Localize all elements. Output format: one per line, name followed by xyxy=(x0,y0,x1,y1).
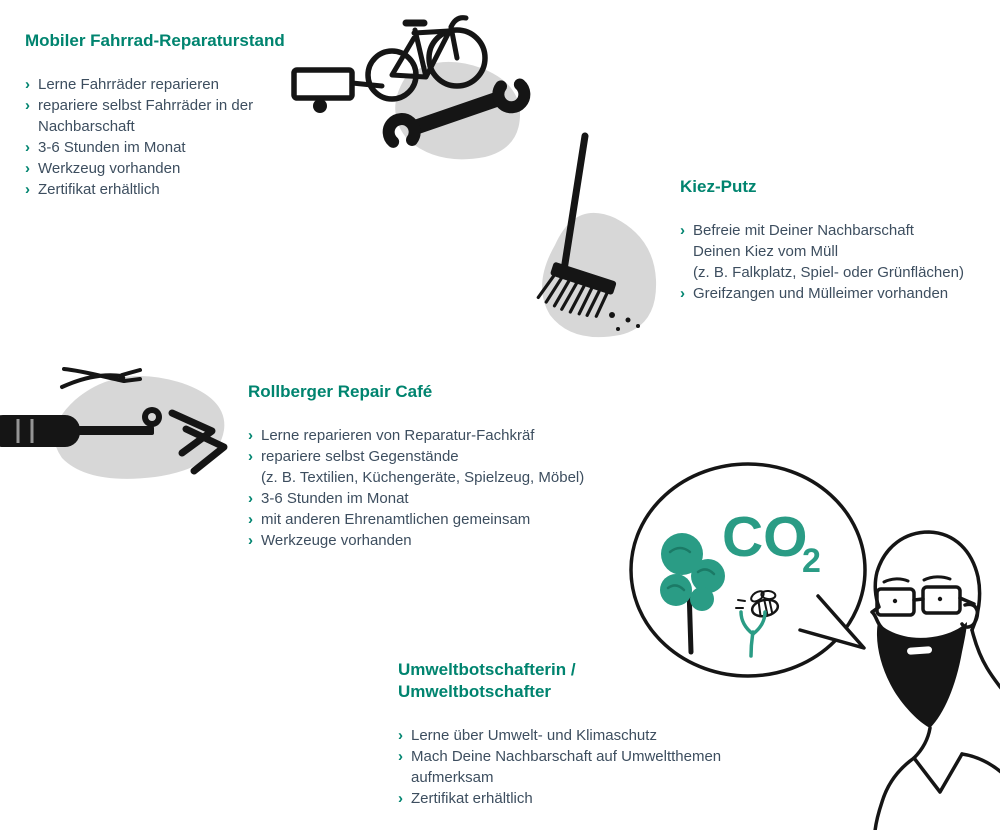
bullet-text: Werkzeuge vorhanden xyxy=(261,532,412,549)
list-item: › 3-6 Stunden im Monat xyxy=(25,137,315,158)
list-item: › mit anderen Ehrenamtlichen gemeinsam xyxy=(248,509,646,530)
section-title: Rollberger Repair Café xyxy=(248,382,433,401)
eye-right xyxy=(937,596,943,602)
list-item: › 3-6 Stunden im Monat xyxy=(248,488,646,509)
bicycle-wrench-illustration xyxy=(291,15,531,160)
tree-icon xyxy=(660,533,725,655)
bullet-arrow-icon: › xyxy=(398,790,403,807)
bullet-arrow-icon: › xyxy=(398,727,403,744)
bullet-text: repariere selbst Gegenstände (z. B. Text… xyxy=(261,448,585,486)
section-kiez-putz: Kiez-Putz › Befreie mit Deiner Nachbarsch… xyxy=(680,176,998,304)
section-title: Mobiler Fahrrad-Reparaturstand xyxy=(25,31,285,50)
eyebrows xyxy=(882,575,952,584)
neck-back xyxy=(970,628,1000,690)
section-fahrrad-reparaturstand: Mobiler Fahrrad-Reparaturstand › Lerne Fa… xyxy=(25,30,315,200)
bullet-text: Werkzeug vorhanden xyxy=(38,160,181,177)
list-item: › Lerne Fahrräder reparieren xyxy=(25,74,315,95)
co2-subscript: 2 xyxy=(802,542,821,580)
section-title: Umweltbotschafterin / Umweltbotschafter xyxy=(398,660,576,701)
glasses-icon xyxy=(875,585,976,617)
speech-bubble xyxy=(629,462,867,678)
list-item: › Zertifikat erhältlich xyxy=(398,788,778,809)
bullet-arrow-icon: › xyxy=(25,139,30,156)
bullet-list: › Lerne über Umwelt- und Klimaschutz › Mac… xyxy=(398,725,778,809)
bicycle-icon xyxy=(365,15,488,102)
bullet-text: 3-6 Stunden im Monat xyxy=(38,139,186,156)
trailer-wheel xyxy=(313,99,327,113)
bullet-text: repariere selbst Fahrräder in der Nachba… xyxy=(38,97,254,135)
person-figure xyxy=(870,530,1000,830)
bullet-text: Lerne reparieren von Reparatur-Fachkräf xyxy=(261,427,535,444)
screwdriver-icon xyxy=(0,415,154,447)
eye-left xyxy=(892,598,898,604)
bullet-text: Greifzangen und Mülleimer vorhanden xyxy=(693,285,949,302)
section-title: Kiez-Putz xyxy=(680,177,757,196)
bullet-text: Mach Deine Nachbarschaft auf Umwelttheme… xyxy=(411,748,722,786)
bee-icon xyxy=(735,589,780,618)
list-item: › Lerne über Umwelt- und Klimaschutz xyxy=(398,725,778,746)
shoulder-line xyxy=(960,752,1000,774)
collar xyxy=(912,752,964,794)
chest-line xyxy=(873,756,916,830)
wrench-icon xyxy=(382,75,531,152)
bullet-text: 3-6 Stunden im Monat xyxy=(261,490,409,507)
gray-blob xyxy=(54,375,225,479)
bullet-arrow-icon: › xyxy=(25,181,30,198)
bullet-list: › Lerne Fahrräder reparieren › repariere s… xyxy=(25,74,315,200)
beard xyxy=(876,622,967,728)
list-item: › Greifzangen und Mülleimer vorhanden xyxy=(680,283,998,304)
bullet-list: › Befreie mit Deiner Nachbarschaft Deinen… xyxy=(680,220,998,304)
mouth xyxy=(907,646,933,655)
section-repair-cafe: Rollberger Repair Café › Lerne reparieren… xyxy=(248,381,646,551)
neck-front xyxy=(912,726,932,760)
pliers-icon xyxy=(60,367,142,389)
bullet-text: Zertifikat erhältlich xyxy=(411,790,533,807)
bullet-arrow-icon: › xyxy=(680,285,685,302)
bullet-text: Lerne über Umwelt- und Klimaschutz xyxy=(411,727,657,744)
sprout-icon xyxy=(739,610,767,658)
list-item: › repariere selbst Fahrräder in der Nachb… xyxy=(25,95,315,137)
gray-blob xyxy=(542,212,657,338)
broom-icon xyxy=(536,132,640,331)
bullet-arrow-icon: › xyxy=(248,511,253,528)
ear xyxy=(960,602,980,629)
list-item: › Befreie mit Deiner Nachbarschaft Deinen… xyxy=(680,220,998,283)
bullet-arrow-icon: › xyxy=(248,490,253,507)
bullet-arrow-icon: › xyxy=(248,448,253,465)
tape-roll-icon xyxy=(142,407,162,427)
bullet-arrow-icon: › xyxy=(25,97,30,114)
bullet-arrow-icon: › xyxy=(398,748,403,765)
bullet-arrow-icon: › xyxy=(680,222,685,239)
list-item: › repariere selbst Gegenstände (z. B. Tex… xyxy=(248,446,646,488)
broom-illustration xyxy=(536,132,657,338)
bullet-text: mit anderen Ehrenamtlichen gemeinsam xyxy=(261,511,531,528)
list-item: › Werkzeug vorhanden xyxy=(25,158,315,179)
bullet-arrow-icon: › xyxy=(25,160,30,177)
hooks-icon xyxy=(168,409,228,475)
list-item: › Zertifikat erhältlich xyxy=(25,179,315,200)
list-item: › Werkzeuge vorhanden xyxy=(248,530,646,551)
list-item: › Mach Deine Nachbarschaft auf Umweltthem… xyxy=(398,746,778,788)
bullet-arrow-icon: › xyxy=(248,427,253,444)
bullet-text: Lerne Fahrräder reparieren xyxy=(38,76,219,93)
bullet-arrow-icon: › xyxy=(25,76,30,93)
list-item: › Lerne reparieren von Reparatur-Fachkräf xyxy=(248,425,646,446)
bullet-arrow-icon: › xyxy=(248,532,253,549)
section-umweltbotschafter: Umweltbotschafterin / Umweltbotschafter … xyxy=(398,659,778,809)
bullet-text: Zertifikat erhältlich xyxy=(38,181,160,198)
bullet-list: › Lerne reparieren von Reparatur-Fachkräf… xyxy=(248,425,646,551)
co2-label: CO xyxy=(722,505,808,569)
bullet-text: Befreie mit Deiner Nachbarschaft Deinen … xyxy=(693,222,964,281)
tools-illustration xyxy=(0,367,228,479)
speech-bubble-tail xyxy=(798,594,866,650)
gray-blob xyxy=(395,61,521,160)
